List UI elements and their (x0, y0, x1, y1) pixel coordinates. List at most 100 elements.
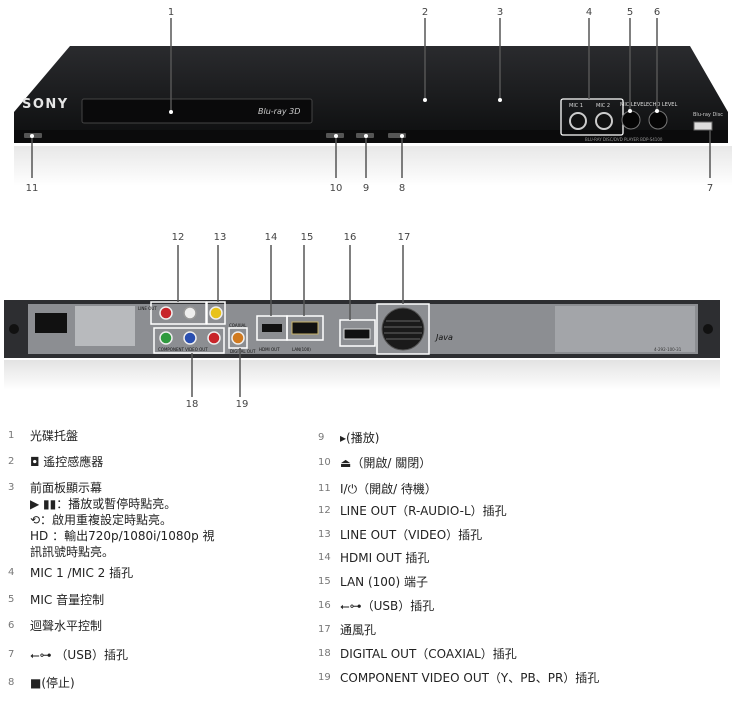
digital-coaxial-jack (231, 331, 245, 345)
callout-18: 18 (186, 399, 199, 410)
callout-9: 9 (363, 183, 369, 194)
front-reflection (14, 146, 732, 186)
model-label: BLU-RAY DISC/DVD PLAYER BDP-S4100 (585, 137, 663, 142)
callout-16: 16 (344, 232, 357, 243)
rear-label-sticker (75, 306, 135, 346)
lan-port (291, 321, 319, 335)
legend-text: HDMI OUT 插孔 (340, 551, 430, 565)
legend-item-12: 12 LINE OUT（R-AUDIO-L）插孔 (318, 503, 507, 519)
lan-label: LAN(100) (292, 347, 311, 352)
legend-text: LINE OUT（R-AUDIO-L）插孔 (340, 504, 507, 518)
component-pb-jack (183, 331, 197, 345)
power-inlet (35, 313, 67, 333)
legend-item-19: 19 COMPONENT VIDEO OUT（Y、PB、PR）插孔 (318, 670, 599, 686)
rear-view-diagram: LINE OUT COMPONENT VIDEO OUT COAXIAL DIG… (4, 232, 720, 410)
mic2-label: MIC 2 (596, 103, 610, 109)
legend-num: 4 (8, 567, 15, 578)
legend-num: 3 (8, 482, 15, 493)
legend-text: COMPONENT VIDEO OUT（Y、PB、PR）插孔 (340, 671, 600, 685)
callout-17: 17 (398, 232, 411, 243)
mic2-jack (595, 112, 613, 130)
legend-item-3: 3 前面板顯示幕 ▶ ▮▮：播放或暫停時點亮。 ⟲：啟用重複設定時點亮。 HD … (8, 480, 215, 560)
disc-3d-logo: Blu-ray 3D (258, 107, 300, 116)
legend-item-16: 16 ⭠⊶（USB）插孔 (318, 598, 434, 614)
legend-item-10: 10 ⏏（開啟/ 關閉） (318, 455, 431, 471)
legend-item-15: 15 LAN (100) 端子 (318, 574, 428, 590)
legend-body: 前面板顯示幕 ▶ ▮▮：播放或暫停時點亮。 ⟲：啟用重複設定時點亮。 HD ：輸… (30, 480, 215, 560)
legend-num: 13 (318, 529, 331, 540)
callout-11: 11 (26, 183, 39, 194)
component-out-box (153, 327, 225, 354)
legend-num: 1 (8, 430, 15, 441)
legend-item-5: 5 MIC 音量控制 (8, 592, 104, 608)
legend-item-18: 18 DIGITAL OUT（COAXIAL）插孔 (318, 646, 517, 662)
rear-screw-right (703, 324, 713, 334)
legend-num: 9 (318, 432, 325, 443)
legend-text: ◘ 遙控感應器 (30, 455, 104, 469)
disc-tray (81, 98, 313, 124)
lan-box (286, 315, 324, 341)
legend-text: ⭠⊶（USB）插孔 (340, 599, 435, 613)
hdmi-port (262, 324, 282, 332)
legend-text: 光碟托盤 (30, 429, 79, 443)
digital-out-label: DIGITAL OUT (230, 349, 256, 354)
legend-item-1: 1 光碟托盤 (8, 428, 78, 444)
rear-grille (555, 306, 695, 352)
bluray-logo: Blu-ray Disc (693, 112, 723, 118)
callout-8: 8 (399, 183, 405, 194)
rear-screw-left (9, 324, 19, 334)
mic1-jack (569, 112, 587, 130)
callout-2: 2 (422, 7, 428, 18)
callout-15: 15 (301, 232, 314, 243)
echo-level-label: ECHO LEVEL (646, 102, 677, 108)
legend-num: 16 (318, 600, 331, 611)
callout-4: 4 (586, 7, 592, 18)
hdmi-out-label: HDMI OUT (259, 347, 280, 352)
legend-item-14: 14 HDMI OUT 插孔 (318, 550, 429, 566)
legend-item-8: 8 ■(停止) (8, 675, 75, 691)
component-pr-jack (207, 331, 221, 345)
legend-item-9: 9 ▸(播放) (318, 430, 379, 446)
legend-text: LINE OUT（VIDEO）插孔 (340, 528, 483, 542)
legend-item-7: 7 ⭠⊶ （USB）插孔 (8, 647, 128, 663)
legend-text: DIGITAL OUT（COAXIAL）插孔 (340, 647, 517, 661)
legend-subline: ▶ ▮▮：播放或暫停時點亮。 (30, 497, 177, 511)
legend-text: ▸(播放) (340, 431, 380, 445)
callout-6: 6 (654, 7, 660, 18)
legend-text: MIC 1 /MIC 2 插孔 (30, 566, 134, 580)
legend-item-13: 13 LINE OUT（VIDEO）插孔 (318, 527, 482, 543)
callout-5: 5 (627, 7, 633, 18)
legend-item-2: 2 ◘ 遙控感應器 (8, 454, 103, 470)
line-out-video-box (206, 301, 226, 325)
coaxial-label: COAXIAL (229, 323, 247, 328)
legend-num: 12 (318, 505, 331, 516)
digital-out-box (228, 327, 248, 349)
legend-subline: 訊訊號時點亮。 (30, 545, 115, 559)
legend-text: ⭠⊶ （USB）插孔 (30, 648, 129, 662)
callout-7: 7 (707, 183, 713, 194)
legend-num: 8 (8, 677, 15, 688)
legend-num: 19 (318, 672, 331, 683)
legend-text: I/⏻（開啟/ 待機） (340, 482, 437, 496)
legend-num: 10 (318, 457, 331, 468)
legend-num: 15 (318, 576, 331, 587)
legend-num: 14 (318, 552, 331, 563)
legend-num: 6 (8, 620, 15, 631)
callout-10: 10 (330, 183, 343, 194)
legend-text: 迴聲水平控制 (30, 619, 103, 633)
callout-12: 12 (172, 232, 185, 243)
legend-num: 18 (318, 648, 331, 659)
legend-num: 11 (318, 483, 331, 494)
legend-text: 通風孔 (340, 623, 377, 637)
legend-item-6: 6 迴聲水平控制 (8, 618, 102, 634)
callout-1: 1 (168, 7, 174, 18)
line-out-video (209, 306, 223, 320)
component-y-jack (159, 331, 173, 345)
usb-box-rear (339, 319, 376, 347)
serial-label: 4-292-100-31 (654, 347, 682, 352)
legend-text: 前面板顯示幕 (30, 481, 103, 495)
legend-text: ⏏（開啟/ 關閉） (340, 456, 432, 470)
java-logo: Java (434, 333, 453, 342)
rear-reflection (4, 360, 720, 390)
component-out-label: COMPONENT VIDEO OUT (158, 347, 208, 352)
